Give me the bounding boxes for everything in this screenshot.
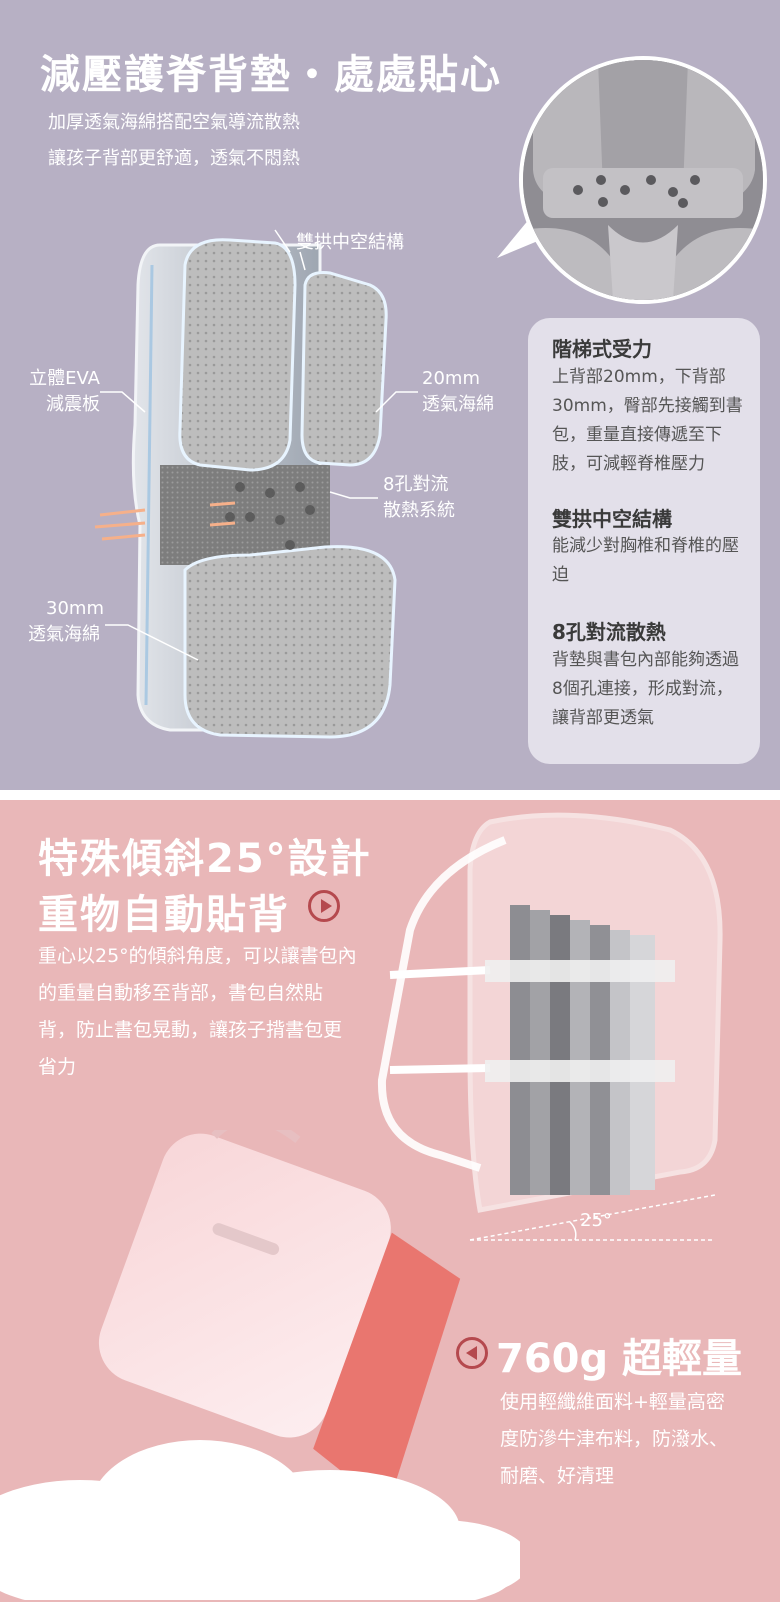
feature-desc-holes: 背墊與書包內部能夠透過8個孔連接，形成對流，讓背部更透氣 xyxy=(552,650,739,728)
zoom-detail-image xyxy=(519,56,767,304)
callout-holes-line2: 散熱系統 xyxy=(383,500,455,521)
cloud-graphic xyxy=(0,1440,520,1600)
tilt-title-line2: 重物自動貼背 xyxy=(38,892,290,938)
tilt-description: 重心以25°的傾斜角度，可以讓書包內的重量自動移至背部，書包自然貼背，防止書包晃… xyxy=(38,945,357,1078)
tilt-design-section: 25° 特殊傾斜2 xyxy=(0,800,780,1602)
callout-eva-line2: 減震板 xyxy=(46,394,100,415)
section-subtitle: 加厚透氣海綿搭配空氣導流散熱 讓孩子背部更舒適，透氣不悶熱 xyxy=(48,105,378,177)
callout-sponge-20: 20mm 透氣海綿 xyxy=(422,366,494,418)
subtitle-line-1: 加厚透氣海綿搭配空氣導流散熱 xyxy=(48,112,300,133)
angle-label: 25° xyxy=(580,1210,612,1231)
feature-desc-arch: 能減少對胸椎和脊椎的壓迫 xyxy=(552,536,739,585)
callout-eva-line1: 立體EVA xyxy=(29,368,100,389)
back-pad-illustration xyxy=(94,238,397,739)
callout-eva: 立體EVA 減震板 xyxy=(22,366,100,418)
callout-sponge-20-line1: 20mm xyxy=(422,368,480,389)
callout-sponge-30-line1: 30mm xyxy=(46,598,104,619)
triangle-left-icon xyxy=(466,1346,477,1360)
feature-title-stepped: 階梯式受力 xyxy=(552,337,652,361)
tilt-title-line1: 特殊傾斜25°設計 xyxy=(38,836,372,882)
callout-sponge-30-line2: 透氣海綿 xyxy=(28,624,100,645)
play-right-icon[interactable] xyxy=(308,890,340,922)
play-left-icon[interactable] xyxy=(456,1337,488,1369)
mesh-closeup-graphic xyxy=(523,60,763,300)
callout-holes: 8孔對流 散熱系統 xyxy=(383,472,455,524)
feature-title-holes: 8孔對流散熱 xyxy=(552,620,666,644)
callout-holes-line1: 8孔對流 xyxy=(383,474,449,495)
back-pad-section: 減壓護脊背墊・處處貼心 加厚透氣海綿搭配空氣導流散熱 讓孩子背部更舒適，透氣不悶… xyxy=(0,0,780,790)
callout-sponge-20-line2: 透氣海綿 xyxy=(422,394,494,415)
weight-description: 使用輕纖維面料+輕量高密度防滲牛津布料，防潑水、耐磨、好清理 xyxy=(500,1391,729,1487)
tilt-backpack-illustration xyxy=(377,812,723,1241)
weight-title: 760g 超輕量 xyxy=(496,1336,743,1382)
triangle-right-icon xyxy=(321,899,332,913)
features-card xyxy=(528,318,760,764)
section-title: 減壓護脊背墊・處處貼心 xyxy=(40,52,502,98)
callout-arch: 雙拱中空結構 xyxy=(296,232,404,253)
books-graphic xyxy=(510,905,655,1195)
feature-title-arch: 雙拱中空結構 xyxy=(552,507,672,531)
pink-backpack-cloud-illustration xyxy=(0,1130,520,1600)
subtitle-line-2: 讓孩子背部更舒適，透氣不悶熱 xyxy=(48,148,300,169)
callout-sponge-30: 30mm 透氣海綿 xyxy=(28,596,104,648)
feature-desc-stepped: 上背部20mm，下背部30mm，臀部先接觸到書包，重量直接傳遞至下肢，可減輕脊椎… xyxy=(552,367,743,474)
section-divider xyxy=(0,790,780,800)
